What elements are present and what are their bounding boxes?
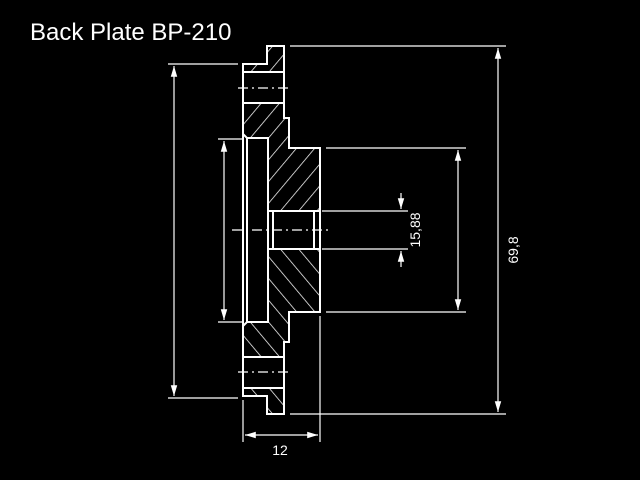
- flange-bottom-section: [242, 387, 285, 415]
- hub-section-upper: [242, 102, 321, 212]
- section-lower-half: [238, 248, 321, 415]
- dimension-bore: 15,88: [322, 193, 423, 267]
- dimension-flange-height: [168, 63, 238, 399]
- bore-dimension-label: 15,88: [407, 212, 423, 247]
- flange-top-section: [242, 45, 285, 73]
- thickness-dimension-label: 12: [272, 442, 288, 458]
- drawing-title: Back Plate BP-210: [30, 19, 231, 46]
- dimension-overall-height: 69,8: [290, 45, 521, 415]
- dimension-thickness: 12: [242, 316, 321, 458]
- dimension-hub-diameter: [326, 147, 466, 313]
- dimension-recess-diameter: [218, 138, 243, 323]
- overall-dimension-label: 69,8: [505, 236, 521, 263]
- hub-section-lower: [242, 248, 321, 358]
- section-upper-half: [238, 45, 321, 212]
